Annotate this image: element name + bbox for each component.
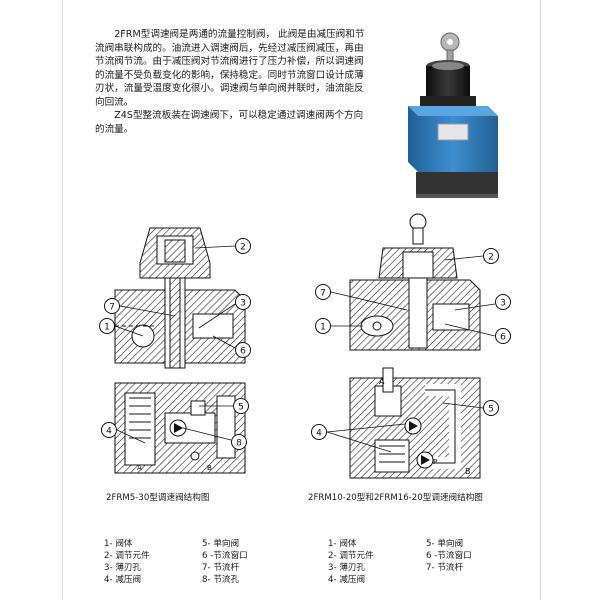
page-right-border: [540, 0, 541, 600]
right-callout-2: 2: [488, 253, 494, 263]
legend-item: 2- 调节元件: [104, 551, 150, 561]
legend-item: 6 -节流窗口: [426, 551, 472, 561]
legend-item: 4- 减压阀: [104, 575, 142, 585]
right-structure-figure: A B P 2 7 1 3 6 5 4: [311, 213, 511, 479]
right-callout-5: 5: [488, 405, 494, 415]
right-mark-a: A: [379, 377, 385, 386]
valve-photo: [408, 32, 498, 198]
right-callout-4: 4: [316, 429, 322, 439]
legend-item: 7- 节流杆: [426, 563, 464, 573]
legend-item: 4- 减压阀: [328, 575, 366, 585]
right-callout-7: 7: [320, 289, 326, 299]
right-mark-b: B: [465, 467, 471, 476]
svg-text:A: A: [137, 464, 142, 472]
page-left-border: [62, 0, 63, 600]
legend-item: 6 -节流窗口: [202, 551, 248, 561]
left-structure-figure: A B 2 7 3 1 6 4 5 8: [99, 227, 251, 474]
legend-item: 1- 阀体: [104, 539, 133, 549]
left-callout-3: 3: [240, 299, 246, 309]
left-callout-2: 2: [240, 243, 246, 253]
legend-item: 1- 阀体: [328, 539, 357, 549]
left-callout-8: 8: [236, 439, 242, 449]
left-callout-5: 5: [238, 403, 244, 413]
intro-text: 2FRM型调速阀是两通的流量控制阀， 此阀是由减压阀和节流阀串联构成的。油流进入…: [95, 28, 365, 136]
left-callout-7: 7: [109, 303, 115, 313]
right-legend: 1- 阀体 2- 调节元件 3- 薄刃孔 4- 减压阀 5- 单向阀 6 -节流…: [328, 538, 518, 590]
right-callout-1: 1: [320, 323, 326, 333]
left-figure-caption: 2FRM5-30型调速阀结构图: [106, 493, 210, 503]
legend-item: 8- 节流孔: [202, 575, 240, 585]
legend-item: 5- 单向阀: [426, 539, 464, 549]
legend-item: 2- 调节元件: [328, 551, 374, 561]
legend-item: 7- 节流杆: [202, 563, 240, 573]
key-icon: [440, 32, 460, 65]
legend-item: 3- 薄刃孔: [328, 563, 366, 573]
legend-item: 3- 薄刃孔: [104, 563, 142, 573]
svg-text:B: B: [207, 464, 212, 472]
left-callout-4: 4: [106, 427, 112, 437]
right-callout-6: 6: [500, 333, 506, 343]
intro-paragraph-2: Z4S型整流板装在调速阀下，可以稳定通过调速阀两个方向的流量。: [95, 110, 364, 135]
left-callout-6: 6: [240, 347, 246, 357]
right-figure-caption: 2FRM10-20型和2FRM16-20型调速阀结构图: [308, 493, 483, 503]
intro-paragraph-1: 2FRM型调速阀是两通的流量控制阀， 此阀是由减压阀和节流阀串联构成的。油流进入…: [95, 29, 365, 108]
legend-item: 5- 单向阀: [202, 539, 240, 549]
right-mark-p: P: [433, 458, 437, 466]
left-legend: 1- 阀体 2- 调节元件 3- 薄刃孔 4- 减压阀 5- 单向阀 6 -节流…: [104, 538, 294, 590]
left-callout-1: 1: [104, 323, 110, 333]
right-callout-3: 3: [500, 299, 506, 309]
